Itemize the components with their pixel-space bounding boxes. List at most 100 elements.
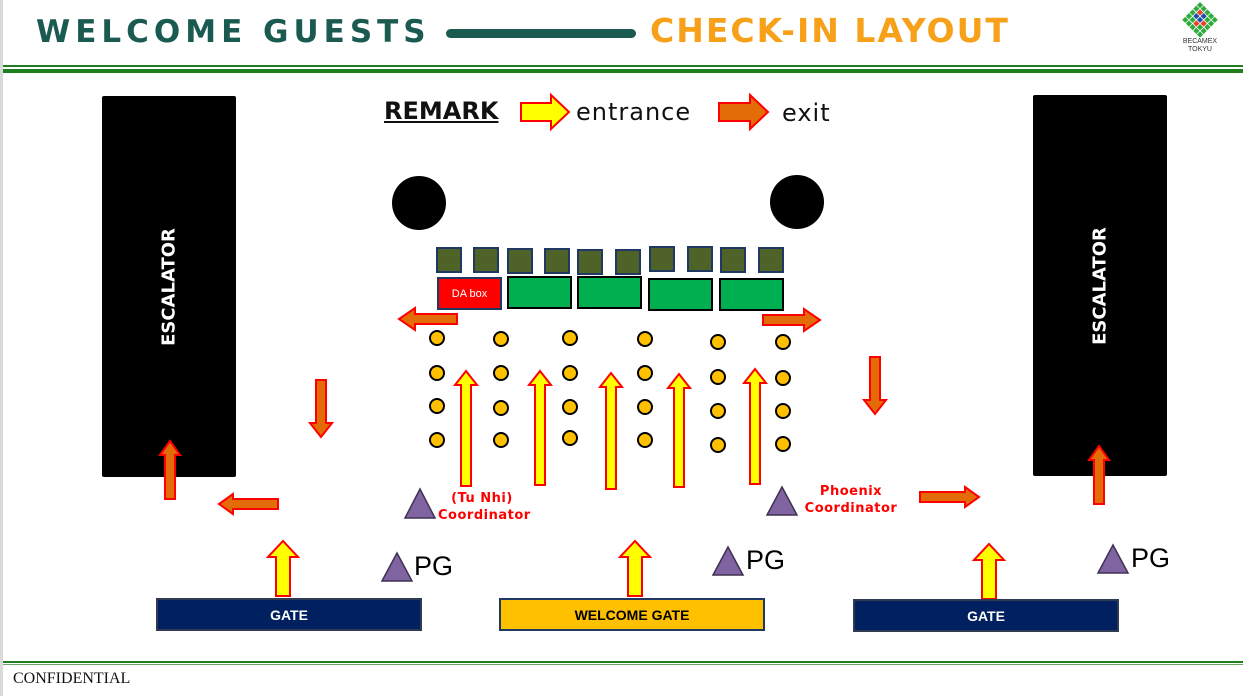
queue-stanchion bbox=[493, 432, 509, 448]
title-check-in-layout: CHECK-IN LAYOUT bbox=[650, 11, 1010, 50]
staff-chair bbox=[507, 248, 533, 274]
becamex-tokyu-logo: BECAMEX TOKYU bbox=[1175, 0, 1225, 60]
pg-left-label: PG bbox=[414, 551, 454, 581]
queue-stanchion bbox=[562, 430, 578, 446]
queue-stanchion bbox=[710, 369, 726, 385]
queue-stanchion bbox=[493, 365, 509, 381]
gate-left-entrance-arrow bbox=[265, 539, 301, 597]
queue-stanchion bbox=[429, 330, 445, 346]
coordinator-left-role: Coordinator bbox=[438, 508, 531, 523]
queue-stanchion bbox=[775, 436, 791, 452]
pg-center-label: PG bbox=[746, 545, 786, 575]
check-in-desk bbox=[577, 276, 642, 309]
exit-flow-down-left bbox=[307, 379, 335, 439]
gate-right: GATE bbox=[853, 599, 1119, 632]
queue-stanchion bbox=[775, 334, 791, 350]
exit-flow-right bbox=[919, 485, 981, 509]
exit-flow-down-right bbox=[861, 356, 889, 416]
staff-chair bbox=[649, 246, 675, 272]
logo-text-line1: BECAMEX bbox=[1182, 38, 1218, 45]
queue-stanchion bbox=[710, 334, 726, 350]
logo-tile bbox=[1193, 27, 1200, 34]
staff-chair bbox=[436, 247, 462, 273]
logo-tile bbox=[1193, 20, 1200, 27]
queue-stanchion bbox=[493, 331, 509, 347]
staff-chair bbox=[473, 247, 499, 273]
check-in-desk bbox=[507, 276, 572, 309]
entrance-lane-arrow bbox=[597, 371, 625, 490]
queue-stanchion bbox=[429, 398, 445, 414]
check-in-desk bbox=[648, 278, 713, 311]
staff-chair bbox=[758, 247, 784, 273]
queue-stanchion bbox=[637, 331, 653, 347]
legend-title: REMARK bbox=[384, 97, 499, 125]
coordinator-right-label: Phoenix Coordinator bbox=[803, 483, 899, 517]
pillar-left bbox=[392, 176, 446, 230]
pillar-right bbox=[770, 175, 824, 229]
coordinator-right-triangle-icon bbox=[765, 485, 799, 516]
queue-stanchion bbox=[637, 365, 653, 381]
welcome-gate-entrance-arrow bbox=[617, 539, 653, 597]
queue-stanchion bbox=[637, 432, 653, 448]
gate-right-entrance-arrow bbox=[971, 542, 1007, 600]
pg-right-triangle-icon bbox=[1096, 543, 1130, 574]
exit-arrow-right bbox=[762, 307, 822, 333]
check-in-desk bbox=[719, 278, 784, 311]
staff-chair bbox=[687, 246, 713, 272]
welcome-gate: WELCOME GATE bbox=[499, 598, 765, 631]
logo-tile bbox=[1193, 5, 1200, 12]
staff-chair bbox=[720, 247, 746, 273]
logo-tile bbox=[1200, 13, 1207, 20]
logo-mark-icon bbox=[1182, 2, 1218, 38]
entrance-lane-arrow bbox=[665, 372, 693, 488]
logo-tile bbox=[1200, 5, 1207, 12]
logo-tile bbox=[1193, 13, 1200, 20]
entrance-lane-arrow bbox=[526, 369, 554, 486]
queue-stanchion bbox=[562, 399, 578, 415]
pg-center-triangle-icon bbox=[711, 545, 745, 576]
logo-tile bbox=[1200, 20, 1207, 27]
staff-chair bbox=[577, 249, 603, 275]
gate-left: GATE bbox=[156, 598, 422, 631]
queue-stanchion bbox=[775, 403, 791, 419]
queue-stanchion bbox=[710, 437, 726, 453]
header-rule-thin bbox=[3, 65, 1243, 67]
staff-chair bbox=[544, 248, 570, 274]
pg-right-label: PG bbox=[1131, 543, 1171, 573]
pg-left-triangle-icon bbox=[380, 551, 414, 582]
coordinator-left-label: (Tu Nhi) Coordinator bbox=[438, 490, 531, 524]
queue-stanchion bbox=[429, 365, 445, 381]
legend-entrance-label: entrance bbox=[576, 98, 692, 126]
entrance-lane-arrow bbox=[741, 367, 769, 485]
logo-text-line2: TOKYU bbox=[1188, 46, 1212, 53]
coordinator-right-name: Phoenix bbox=[819, 484, 883, 499]
queue-stanchion bbox=[493, 400, 509, 416]
exit-flow-left bbox=[217, 492, 279, 516]
entrance-lane-arrow bbox=[452, 369, 480, 487]
legend-exit-label: exit bbox=[782, 99, 831, 127]
legend-exit-arrow-icon bbox=[718, 92, 770, 132]
escalator-right-label: ESCALATOR bbox=[1089, 226, 1111, 345]
title-divider-bar bbox=[446, 29, 636, 38]
slide-left-edge bbox=[0, 0, 3, 696]
queue-stanchion bbox=[429, 432, 445, 448]
queue-stanchion bbox=[710, 403, 726, 419]
footer-rule-thick bbox=[3, 661, 1243, 663]
escalator-left-label: ESCALATOR bbox=[158, 227, 180, 346]
header-rule-thick bbox=[3, 69, 1243, 73]
queue-stanchion bbox=[562, 330, 578, 346]
escalator-left: ESCALATOR bbox=[102, 96, 236, 477]
queue-stanchion bbox=[637, 399, 653, 415]
escalator-right: ESCALATOR bbox=[1033, 95, 1167, 476]
coordinator-left-triangle-icon bbox=[403, 487, 437, 519]
footer-rule-thin bbox=[3, 664, 1243, 665]
da-box: DA box bbox=[437, 277, 502, 310]
logo-tile bbox=[1200, 27, 1207, 34]
confidential-label: CONFIDENTIAL bbox=[13, 670, 131, 687]
coordinator-left-name: (Tu Nhi) bbox=[451, 491, 513, 506]
coordinator-right-role: Coordinator bbox=[804, 501, 898, 516]
logo-tile bbox=[1182, 16, 1189, 23]
queue-stanchion bbox=[775, 370, 791, 386]
logo-tile bbox=[1211, 16, 1218, 23]
queue-stanchion bbox=[562, 365, 578, 381]
